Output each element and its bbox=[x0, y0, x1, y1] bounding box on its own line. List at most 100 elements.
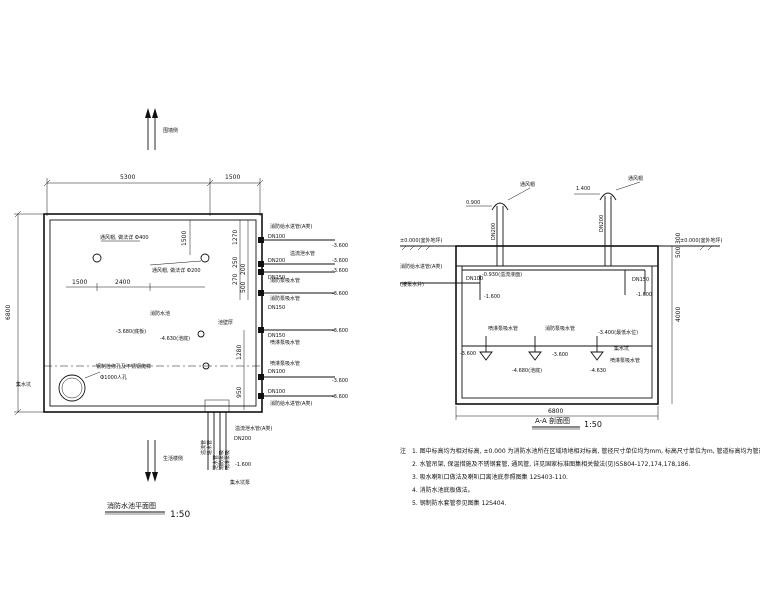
dn100: DN100 bbox=[466, 276, 483, 282]
lvl-3600b: -3.600 bbox=[552, 352, 568, 358]
inlet-lvl1: -0.930(溢流液面) bbox=[482, 271, 522, 278]
lvl-1400: 1.400 bbox=[576, 186, 590, 192]
dim-h3: 300 bbox=[675, 232, 682, 244]
bp-2: 泄水管 bbox=[212, 455, 219, 470]
lvl-3600: -3.600 bbox=[460, 351, 476, 357]
vent-1 bbox=[92, 253, 102, 263]
dn-vent2: DN200 bbox=[599, 215, 605, 232]
bp-0: 溢流管 bbox=[200, 440, 207, 455]
rp-5-dn: DN100 bbox=[268, 369, 285, 375]
rp-6-text: 消防给水进管(A类) bbox=[270, 400, 312, 407]
pipe-a: 喷淋泵吸水管 bbox=[488, 325, 518, 332]
note-5: 5. 钢制防水套管参见图集 12S404. bbox=[412, 499, 506, 507]
dim-h1: 4000 bbox=[675, 307, 682, 322]
dim-2400: 2400 bbox=[115, 279, 130, 286]
lvl-4630: -4.630 bbox=[590, 368, 606, 374]
dn150: DN150 bbox=[632, 277, 649, 283]
vent1-label: 通风帽 bbox=[520, 181, 535, 188]
manhole bbox=[58, 374, 86, 402]
rp-2-lvl: -3.600 bbox=[332, 268, 348, 274]
bottom-lvl: -1.600 bbox=[235, 462, 251, 468]
rp-1-lvl: -3.600 bbox=[332, 258, 348, 264]
dim-1500-b: 1500 bbox=[181, 231, 188, 246]
rp-2-dn: DN150 bbox=[268, 275, 285, 281]
bp-3: 消防泵吸 bbox=[218, 450, 225, 470]
dim-270: 270 bbox=[232, 273, 239, 285]
rp-4-dn: DN150 bbox=[268, 333, 285, 339]
north-label: 围墙侧 bbox=[163, 127, 178, 134]
rp-4-lvl: -3.600 bbox=[332, 328, 348, 334]
dim-200: 200 bbox=[240, 263, 247, 275]
manhole-label: 钢制检修孔及不锈钢爬梯 bbox=[96, 363, 151, 370]
rp-3-lvl: -3.600 bbox=[332, 291, 348, 297]
rp-1-text: 溢流泄水管 bbox=[290, 250, 315, 257]
right-pipes: 消防给水进管(A类) DN100 -3.600 溢流泄水管 DN200 -3.6… bbox=[258, 223, 348, 407]
rp-3-text: 消防泵吸水管 bbox=[270, 295, 300, 302]
note-1: 1. 图中标高均为相对标高, ±0.000 为消防水池所在区域场地相对标高, 管… bbox=[412, 447, 760, 455]
rp-0-dn: DN100 bbox=[268, 234, 285, 240]
pool-label: 消防水池 bbox=[150, 310, 170, 317]
plan-title: 消防水池平面图 bbox=[107, 501, 156, 510]
rp-4-text: 喷淋泵吸水管 bbox=[270, 339, 300, 346]
rp-3-dn: DN150 bbox=[268, 305, 285, 311]
south-label: 生活楼侧 bbox=[163, 455, 183, 462]
dim-top-total: 5300 bbox=[120, 174, 135, 181]
rp-6-dn: DN100 bbox=[268, 389, 285, 395]
vent-label: 通风帽, 做法详 Ф400 bbox=[100, 234, 149, 241]
sump: 集水坑 bbox=[614, 345, 629, 352]
rp-0-lvl: -3.600 bbox=[332, 243, 348, 249]
water-pump: 集水坑泵 bbox=[230, 479, 250, 486]
pool-outer-wall bbox=[43, 213, 263, 413]
dim-top-right: 1500 bbox=[225, 174, 240, 181]
north-arrows: 围墙侧 bbox=[145, 108, 178, 150]
plan-scale: 1:50 bbox=[170, 510, 190, 520]
rp-0-text: 消防给水进管(A类) bbox=[270, 223, 312, 230]
rp-6-lvl: -3.600 bbox=[332, 394, 348, 400]
notes-label: 注 bbox=[400, 447, 406, 455]
pool-inner-wall bbox=[49, 219, 257, 407]
bottom-dn: DN200 bbox=[234, 436, 251, 442]
dim-950: 950 bbox=[236, 386, 243, 398]
right-lvl: -1.600 bbox=[636, 292, 652, 298]
section-scale: 1:50 bbox=[584, 420, 602, 429]
bottom-pipes: 溢流管 进水管 泄水管 消防泵吸 喷淋泵吸 DN200 溢流泄水管(A类) -1… bbox=[200, 399, 272, 486]
pipe-c: 喷淋泵吸水管 bbox=[610, 357, 640, 364]
dim-h2: 500 bbox=[675, 246, 682, 258]
inlet-label2: (接泵水井) bbox=[400, 281, 424, 288]
section-outer-wall bbox=[455, 245, 659, 405]
bp-1: 进水管 bbox=[206, 440, 213, 455]
level-in: -4.630(池底) bbox=[160, 335, 190, 342]
rp-1-dn: DN200 bbox=[268, 258, 285, 264]
wall-label: 池壁厚 bbox=[218, 319, 233, 326]
bottom-pipe-label: 溢流泄水管(A类) bbox=[235, 425, 272, 432]
ground-right: ±0.000(室外地坪) bbox=[680, 237, 722, 244]
lvl-3400: -3.400(最低水位) bbox=[598, 329, 638, 336]
level-pool: -3.680(底板) bbox=[116, 328, 146, 335]
rp-5-lvl: -3.600 bbox=[332, 378, 348, 384]
inlet-lvl2: -1.600 bbox=[484, 294, 500, 300]
dim-1280: 1280 bbox=[236, 345, 243, 360]
vent-2 bbox=[200, 253, 210, 263]
notes: 注 1. 图中标高均为相对标高, ±0.000 为消防水池所在区域场地相对标高,… bbox=[400, 447, 760, 507]
bp-4: 喷淋泵吸 bbox=[224, 450, 231, 470]
vent2-label: 通风帽 bbox=[628, 175, 643, 182]
section-title: A-A 剖面图 bbox=[535, 416, 570, 425]
dim-500: 500 bbox=[240, 281, 247, 293]
dim-1500-a: 1500 bbox=[72, 279, 87, 286]
vent-label2: 通风帽, 做法详 Ф200 bbox=[152, 267, 201, 274]
rp-5-text: 喷淋泵吸水管 bbox=[270, 360, 300, 367]
pipe-b: 消防泵吸水管 bbox=[545, 325, 575, 332]
note-3: 3. 吸水喇叭口做法及喇叭口离池底参照图集 12S403-110. bbox=[412, 473, 568, 481]
lvl-4680: -4.680(池底) bbox=[512, 367, 542, 374]
section-view: ±0.000(室外地坪) ±0.000(室外地坪) 通风帽 通风帽 0.900 … bbox=[400, 175, 722, 430]
dim-1270: 1270 bbox=[232, 230, 239, 245]
manhole-size: Ф1000人孔 bbox=[100, 374, 127, 381]
dim-left-total: 6800 bbox=[5, 305, 12, 320]
dn-vent1: DN200 bbox=[491, 223, 497, 240]
dim-250: 250 bbox=[232, 256, 239, 268]
inlet-label: 消防给水进管(A类) bbox=[400, 263, 442, 270]
note-4: 4. 消防水池底板做法。 bbox=[412, 486, 474, 494]
sump-label: 集水坑 bbox=[16, 381, 31, 388]
rp-2-text: 消防泵吸水管 bbox=[270, 277, 300, 284]
